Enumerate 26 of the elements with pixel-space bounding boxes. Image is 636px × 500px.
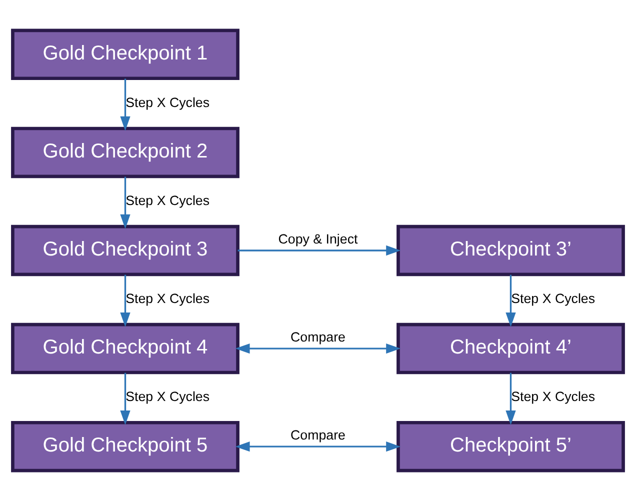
node-box: Gold Checkpoint 4 (11, 322, 240, 374)
edge-label: Copy & Inject (278, 230, 358, 246)
arrow (120, 176, 130, 228)
edge-label: Compare (290, 426, 346, 442)
arrow (506, 372, 516, 425)
edge-label: Step X Cycles (126, 192, 210, 208)
arrow (120, 274, 130, 326)
arrow (120, 372, 130, 425)
arrow (235, 441, 401, 452)
node-box: Checkpoint 5’ (396, 420, 625, 472)
edge-label: Compare (290, 328, 346, 344)
arrow (235, 342, 401, 354)
edge-label: Step X Cycles (126, 94, 210, 110)
edge-label: Step X Cycles (511, 290, 596, 306)
edge-label: Step X Cycles (126, 388, 210, 404)
arrow (506, 274, 516, 326)
arrow (120, 78, 130, 130)
edge-label: Step X Cycles (126, 290, 210, 306)
arrow (238, 244, 401, 256)
node-box: Checkpoint 4’ (396, 322, 625, 374)
node-box: Gold Checkpoint 5 (11, 420, 240, 472)
edge-label: Step X Cycles (511, 388, 596, 404)
node-box: Checkpoint 3’ (396, 224, 625, 276)
node-box: Gold Checkpoint 1 (11, 28, 240, 80)
node-box: Gold Checkpoint 3 (11, 224, 240, 276)
node-box: Gold Checkpoint 2 (11, 126, 240, 178)
